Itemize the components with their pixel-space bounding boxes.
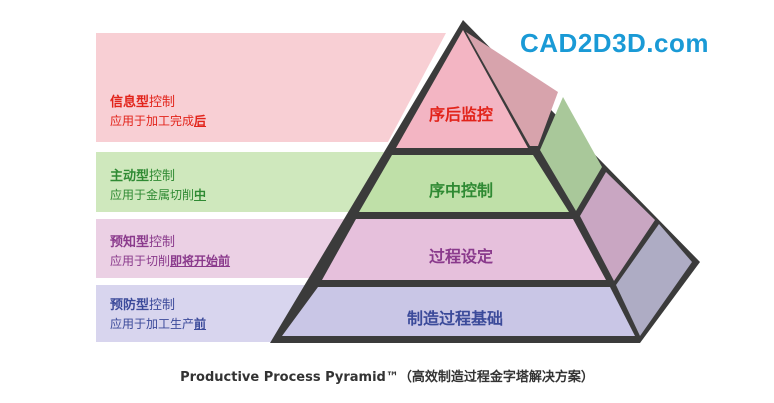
side-face-3 [580,172,655,281]
tier-4-name: 制造过程基础 [406,309,504,328]
tier-2-name: 序中控制 [428,181,494,200]
front-face-2 [359,155,569,212]
tier-2-timing-emph: 中 [194,188,207,202]
band-4 [96,285,314,342]
tier-1-timing-emph: 后 [194,114,207,128]
tier-1-description: 信息型控制 应用于加工完成后 [110,94,206,130]
figure-caption: Productive Process Pyramid™（高效制造过程金字塔解决方… [180,370,594,385]
band-3 [96,219,349,278]
tier-2-timing: 应用于金属切削 [110,188,195,202]
brand-logo[interactable]: CAD2D3D.com [520,28,709,58]
tier-3-type: 预知型 [110,235,150,250]
front-face-1 [396,30,528,148]
tier-4-timing: 应用于加工生产 [110,317,195,331]
tier-4-control: 控制 [149,298,176,313]
tier-3-timing: 应用于切削 [110,254,171,268]
tier-2-type: 主动型 [110,169,150,184]
tier-1-control: 控制 [149,95,176,110]
side-face-1 [466,32,558,146]
tier-4-timing-emph: 前 [194,317,207,331]
band-1 [96,33,446,142]
tier-1-timing: 应用于加工完成 [110,114,195,128]
tier-3-control: 控制 [149,235,176,250]
front-face-3 [322,219,606,280]
tier-2-description: 主动型控制 应用于金属切削中 [110,168,206,204]
tier-3-description: 预知型控制 应用于切削即将开始前 [110,234,230,270]
front-face-4 [282,287,635,336]
band-2 [96,152,384,212]
tier-1-type: 信息型 [110,95,150,110]
tier-3-name: 过程设定 [428,247,494,266]
side-face-2 [540,97,602,211]
tier-4-description: 预防型控制 应用于加工生产前 [110,297,206,333]
tier-1-name: 序后监控 [428,105,494,124]
tier-2-control: 控制 [149,169,176,184]
side-face-4 [616,224,692,336]
tier-4-type: 预防型 [110,298,150,313]
tier-3-timing-emph: 即将开始前 [170,254,231,268]
